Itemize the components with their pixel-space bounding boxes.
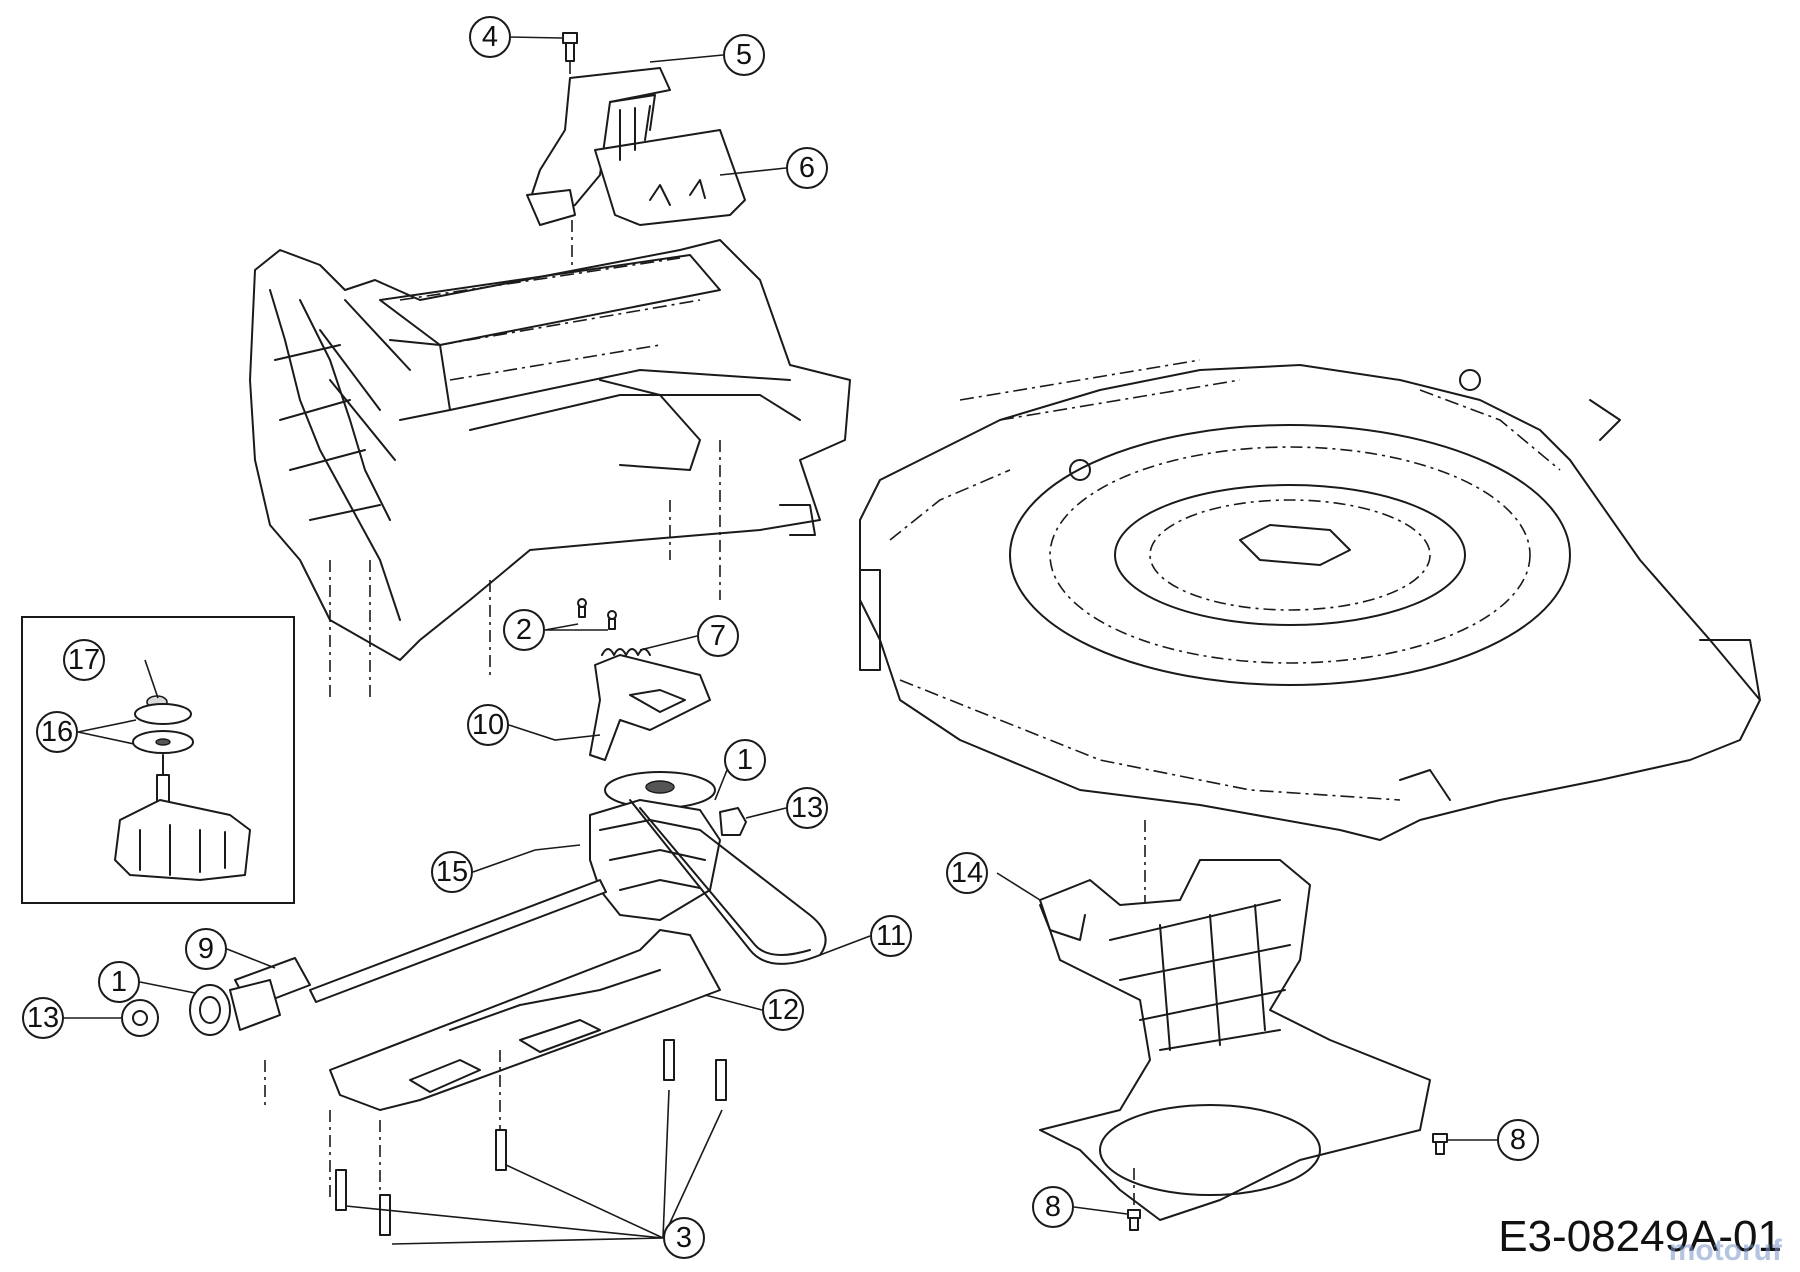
- callout-15: 15: [431, 851, 473, 893]
- svg-text:14: 14: [951, 857, 983, 889]
- callout-2: 2: [503, 609, 545, 651]
- svg-text:7: 7: [710, 620, 726, 652]
- svg-text:13: 13: [27, 1002, 59, 1034]
- callout-17: 17: [63, 639, 105, 681]
- callout-14: 14: [946, 852, 988, 894]
- svg-text:3: 3: [676, 1222, 692, 1254]
- washer-part-16a: [134, 703, 192, 725]
- svg-text:11: 11: [876, 920, 906, 952]
- deck-housing-part: [249, 239, 851, 661]
- callout-16: 16: [36, 711, 78, 753]
- mower-deck-part: [859, 359, 1761, 841]
- callout-4: 4: [469, 16, 511, 58]
- screw-part-8-bottom: [1127, 1209, 1141, 1231]
- callout-13-lower: 13: [22, 997, 64, 1039]
- watermark-logo: motoruf: [1668, 1234, 1782, 1267]
- callout-10: 10: [467, 704, 509, 746]
- svg-text:8: 8: [1510, 1124, 1526, 1156]
- svg-text:5: 5: [736, 39, 752, 71]
- screws-part-2: [577, 598, 617, 630]
- svg-text:4: 4: [482, 21, 498, 53]
- svg-text:13: 13: [791, 792, 823, 824]
- handle-bracket-part: [526, 67, 746, 226]
- svg-text:9: 9: [198, 933, 214, 965]
- callout-8-bottom: 8: [1032, 1186, 1074, 1228]
- gear-part-13b: [121, 999, 159, 1037]
- callout-7: 7: [697, 615, 739, 657]
- svg-text:12: 12: [767, 994, 799, 1026]
- gearbox-part: [589, 771, 747, 921]
- callout-13-upper: 13: [786, 787, 828, 829]
- belt-part-11: [629, 799, 827, 965]
- svg-text:1: 1: [737, 744, 753, 776]
- pinion-part-1b: [189, 979, 281, 1036]
- callout-9: 9: [185, 928, 227, 970]
- screw-part-8-right: [1432, 1133, 1448, 1155]
- wheel-guard-bracket-part-10: [589, 654, 711, 761]
- svg-text:1: 1: [111, 966, 127, 998]
- svg-text:16: 16: [41, 716, 73, 748]
- callout-5: 5: [723, 34, 765, 76]
- svg-text:6: 6: [799, 152, 815, 184]
- svg-text:10: 10: [472, 709, 504, 741]
- shaft-part-15: [309, 879, 607, 1003]
- callout-1-upper: 1: [724, 739, 766, 781]
- inset-detail-box: [21, 616, 295, 904]
- callout-8-right: 8: [1497, 1119, 1539, 1161]
- callout-11: 11: [870, 915, 912, 957]
- mounting-plate-part-12: [329, 929, 721, 1111]
- svg-text:8: 8: [1045, 1191, 1061, 1223]
- callout-1-lower: 1: [98, 961, 140, 1003]
- svg-text:17: 17: [68, 644, 100, 676]
- svg-text:15: 15: [436, 856, 468, 888]
- leader-lines: [64, 36, 1497, 1245]
- screws-part-3: [335, 1039, 727, 1236]
- rear-discharge-chute-part-14: [1039, 859, 1431, 1221]
- callout-3: 3: [663, 1217, 705, 1259]
- svg-text:2: 2: [516, 614, 532, 646]
- callout-6: 6: [786, 147, 828, 189]
- drawing-number: E3-08249A-01: [1498, 1212, 1782, 1261]
- screw-part-4: [562, 32, 578, 62]
- gear-part-13a: [719, 807, 747, 836]
- callout-12: 12: [762, 989, 804, 1031]
